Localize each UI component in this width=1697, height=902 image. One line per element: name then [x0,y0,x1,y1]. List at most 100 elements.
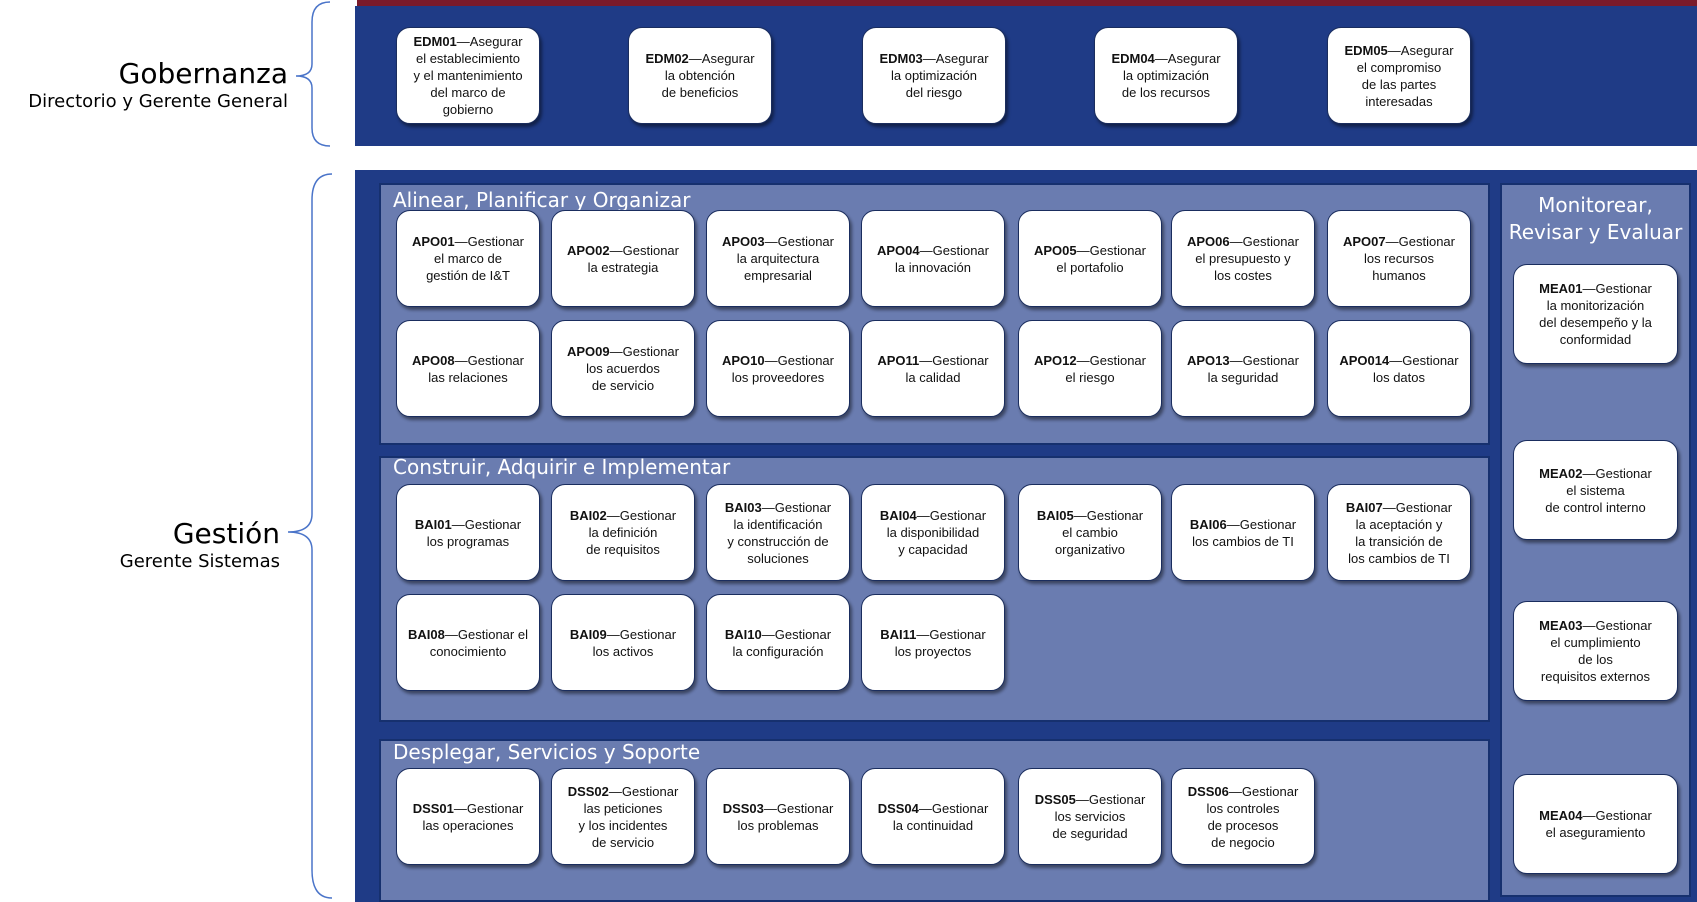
dss-panel-title: Desplegar, Servicios y Soporte [393,740,701,764]
process-code: APO10 [721,352,765,368]
bai-panel-title: Construir, Adquirir e Implementar [393,455,731,479]
process-box-bai10: BAI10—Gestionar la configuración [706,594,850,691]
process-code: MEA04 [1539,808,1583,823]
process-box-label: DSS05—Gestionar los servicios de segurid… [1035,791,1146,842]
process-code: APO03 [721,234,765,249]
process-box-apo02: APO02—Gestionar la estrategia [551,210,695,307]
management-brace [287,173,333,899]
process-box-apo07: APO07—Gestionar los recursos humanos [1327,210,1471,307]
process-code: APO06 [1186,234,1230,249]
process-box-apo12: APO12—Gestionar el riesgo [1018,320,1162,417]
process-description: —Gestionar el cumplimiento de los requis… [1540,618,1652,684]
process-code: APO12 [1033,352,1077,368]
process-box-label: APO10—Gestionar los proveedores [722,352,834,386]
process-code: APO13 [1186,352,1230,368]
process-box-label: DSS01—Gestionar las operaciones [413,800,524,834]
process-description: —Gestionar las peticiones y los incident… [578,783,679,850]
process-code: APO08 [411,352,455,368]
process-box-bai05: BAI05—Gestionar el cambio organizativo [1018,484,1162,581]
process-box-dss02: DSS02—Gestionar las peticiones y los inc… [551,768,695,865]
process-box-bai08: BAI08—Gestionar el conocimiento [396,594,540,691]
process-code: BAI07 [1345,499,1383,515]
process-code: EDM01 [413,34,457,49]
process-box-apo11: APO11—Gestionar la calidad [861,320,1005,417]
process-code: APO04 [876,242,920,258]
management-label: Gestión Gerente Sistemas [0,518,280,574]
process-box-label: APO014—Gestionar los datos [1339,352,1458,386]
process-description: —Asegurar el compromiso de las partes in… [1356,42,1454,109]
process-box-bai07: BAI07—Gestionar la aceptación y la trans… [1327,484,1471,581]
governance-subtitle: Directorio y Gerente General [28,91,288,112]
band-gap [355,146,1697,170]
process-box-label: BAI10—Gestionar la configuración [725,626,831,660]
process-description: —Gestionar el portafolio [1056,242,1146,275]
process-code: APO02 [566,242,610,258]
process-description: —Gestionar los acuerdos de servicio [586,344,679,393]
process-code: BAI05 [1036,508,1074,523]
process-box-apo05: APO05—Gestionar el portafolio [1018,210,1162,307]
process-box-edm04: EDM04—Asegurar la optimización de los re… [1094,27,1238,124]
process-box-apo03: APO03—Gestionar la arquitectura empresar… [706,210,850,307]
process-box-mea04: MEA04—Gestionar el aseguramiento [1513,774,1678,874]
process-description: —Gestionar las operaciones [422,800,524,833]
process-code: EDM04 [1111,51,1155,66]
mea-panel-title: Monitorear, Revisar y Evaluar [1500,192,1691,246]
process-box-apo13: APO13—Gestionar la seguridad [1171,320,1315,417]
process-box-label: BAI05—Gestionar el cambio organizativo [1037,507,1143,558]
process-description: —Gestionar los problemas [737,800,834,833]
process-box-label: BAI06—Gestionar los cambios de TI [1190,516,1296,550]
process-description: —Gestionar la aceptación y la transición… [1348,499,1453,566]
process-description: —Gestionar el marco de gestión de I&T [426,234,524,283]
process-description: —Gestionar la seguridad [1207,352,1299,385]
process-box-label: EDM02—Asegurar la obtención de beneficio… [645,50,754,101]
process-description: —Asegurar el establecimiento y el manten… [413,34,523,117]
process-box-label: BAI04—Gestionar la disponibilidad y capa… [880,507,986,558]
process-code: DSS05 [1034,792,1076,807]
process-description: —Gestionar la monitorización del desempe… [1539,281,1652,347]
process-code: BAI09 [569,626,607,642]
process-box-label: APO03—Gestionar la arquitectura empresar… [722,233,834,284]
process-code: BAI08 [408,626,445,642]
process-box-bai01: BAI01—Gestionar los programas [396,484,540,581]
process-description: —Gestionar los cambios de TI [1192,516,1297,549]
process-code: BAI01 [414,516,452,532]
process-code: APO01 [411,234,455,249]
process-box-edm01: EDM01—Asegurar el establecimiento y el m… [396,27,540,124]
process-code: BAI04 [879,508,917,523]
process-box-label: APO01—Gestionar el marco de gestión de I… [412,233,524,284]
process-box-label: APO04—Gestionar la innovación [877,242,989,276]
process-box-dss03: DSS03—Gestionar los problemas [706,768,850,865]
process-box-label: APO12—Gestionar el riesgo [1034,352,1146,386]
process-box-mea01: MEA01—Gestionar la monitorización del de… [1513,264,1678,364]
process-description: —Gestionar las relaciones [428,352,524,385]
process-box-label: MEA04—Gestionar el aseguramiento [1539,807,1652,841]
process-description: —Asegurar la optimización de los recurso… [1121,51,1221,100]
process-box-label: BAI07—Gestionar la aceptación y la trans… [1346,499,1452,567]
process-box-apo06: APO06—Gestionar el presupuesto y los cos… [1171,210,1315,307]
process-description: —Gestionar la innovación [895,242,989,275]
process-box-label: APO13—Gestionar la seguridad [1187,352,1299,386]
process-box-mea03: MEA03—Gestionar el cumplimiento de los r… [1513,601,1678,701]
process-box-mea02: MEA02—Gestionar el sistema de control in… [1513,440,1678,540]
process-description: —Gestionar los recursos humanos [1363,234,1455,283]
process-box-edm05: EDM05—Asegurar el compromiso de las part… [1327,27,1471,124]
process-description: —Gestionar la estrategia [587,242,679,275]
governance-title: Gobernanza [118,57,288,90]
process-box-label: EDM05—Asegurar el compromiso de las part… [1344,42,1453,110]
process-box-apo04: APO04—Gestionar la innovación [861,210,1005,307]
process-description: —Gestionar el presupuesto y los costes [1195,234,1299,283]
process-box-label: BAI09—Gestionar los activos [570,626,676,660]
process-code: DSS01 [412,800,454,816]
process-description: —Gestionar el cambio organizativo [1054,508,1144,557]
process-description: —Gestionar los servicios de seguridad [1052,792,1146,841]
governance-brace [295,1,331,147]
management-subtitle: Gerente Sistemas [119,551,280,572]
process-code: MEA03 [1539,618,1583,633]
process-code: APO05 [1033,242,1077,258]
process-box-label: DSS03—Gestionar los problemas [723,800,834,834]
management-title: Gestión [172,517,280,550]
process-box-label: APO02—Gestionar la estrategia [567,242,679,276]
governance-label: Gobernanza Directorio y Gerente General [0,58,288,114]
process-description: —Gestionar el riesgo [1065,352,1146,385]
process-code: APO07 [1342,234,1386,249]
